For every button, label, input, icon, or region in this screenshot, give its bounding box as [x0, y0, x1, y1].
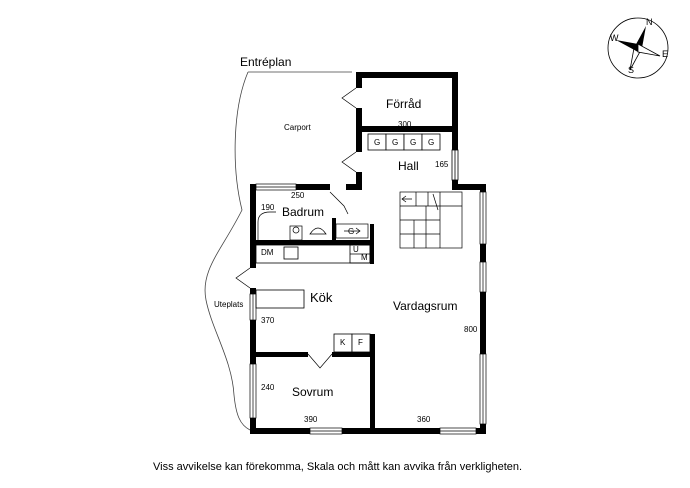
- cabinet-label: G: [392, 138, 399, 147]
- door-swings: [235, 87, 357, 369]
- hall-window: [451, 149, 459, 181]
- forrad-walls: [356, 72, 458, 132]
- dimension-label: 370: [261, 316, 275, 325]
- kitchen-counter: [255, 244, 371, 309]
- dimension-label: 390: [304, 415, 318, 424]
- compass-n: N: [646, 17, 653, 27]
- cabinet-label: G: [428, 138, 435, 147]
- dimension-label: 360: [417, 415, 431, 424]
- dimension-label: 165: [435, 160, 449, 169]
- dimension-label: 190: [261, 203, 275, 212]
- cabinet-row: [367, 133, 441, 151]
- dimension-label: 240: [261, 383, 275, 392]
- windows: [249, 183, 487, 435]
- dimension-label: 800: [464, 325, 478, 334]
- disclaimer-text: Viss avvikelse kan förekomma, Skala och …: [153, 461, 523, 473]
- dimension-label: 250: [291, 191, 305, 200]
- plan-title: Entréplan: [240, 55, 292, 69]
- closet-label-f: F: [358, 338, 363, 347]
- label-m: M: [361, 253, 368, 262]
- dimension-label: 300: [398, 120, 412, 129]
- label-u: U: [353, 245, 359, 254]
- compass-rose: [607, 17, 669, 79]
- room-label-vardagsrum: Vardagsrum: [393, 299, 458, 313]
- room-label-kok: Kök: [310, 290, 333, 305]
- compass-e: E: [662, 49, 669, 59]
- compass-w: W: [610, 33, 619, 43]
- room-label-forrad: Förråd: [386, 97, 422, 111]
- label-uteplats: Uteplats: [214, 300, 244, 309]
- label-carport: Carport: [284, 123, 311, 132]
- bathroom-cabinet-label: G: [348, 227, 355, 236]
- carport-outline: [204, 71, 352, 431]
- room-label-hall: Hall: [398, 159, 419, 173]
- staircase: [399, 191, 463, 249]
- room-label-badrum: Badrum: [282, 205, 325, 219]
- dishwasher-label: DM: [261, 248, 274, 257]
- cabinet-label: G: [410, 138, 417, 147]
- room-label-sovrum: Sovrum: [292, 385, 334, 399]
- house-walls: [250, 184, 486, 434]
- cabinet-label: G: [374, 138, 381, 147]
- bathroom-fixtures: [257, 211, 369, 241]
- closet-label-k: K: [340, 338, 346, 347]
- closets: [333, 333, 371, 353]
- compass-s: S: [628, 65, 635, 75]
